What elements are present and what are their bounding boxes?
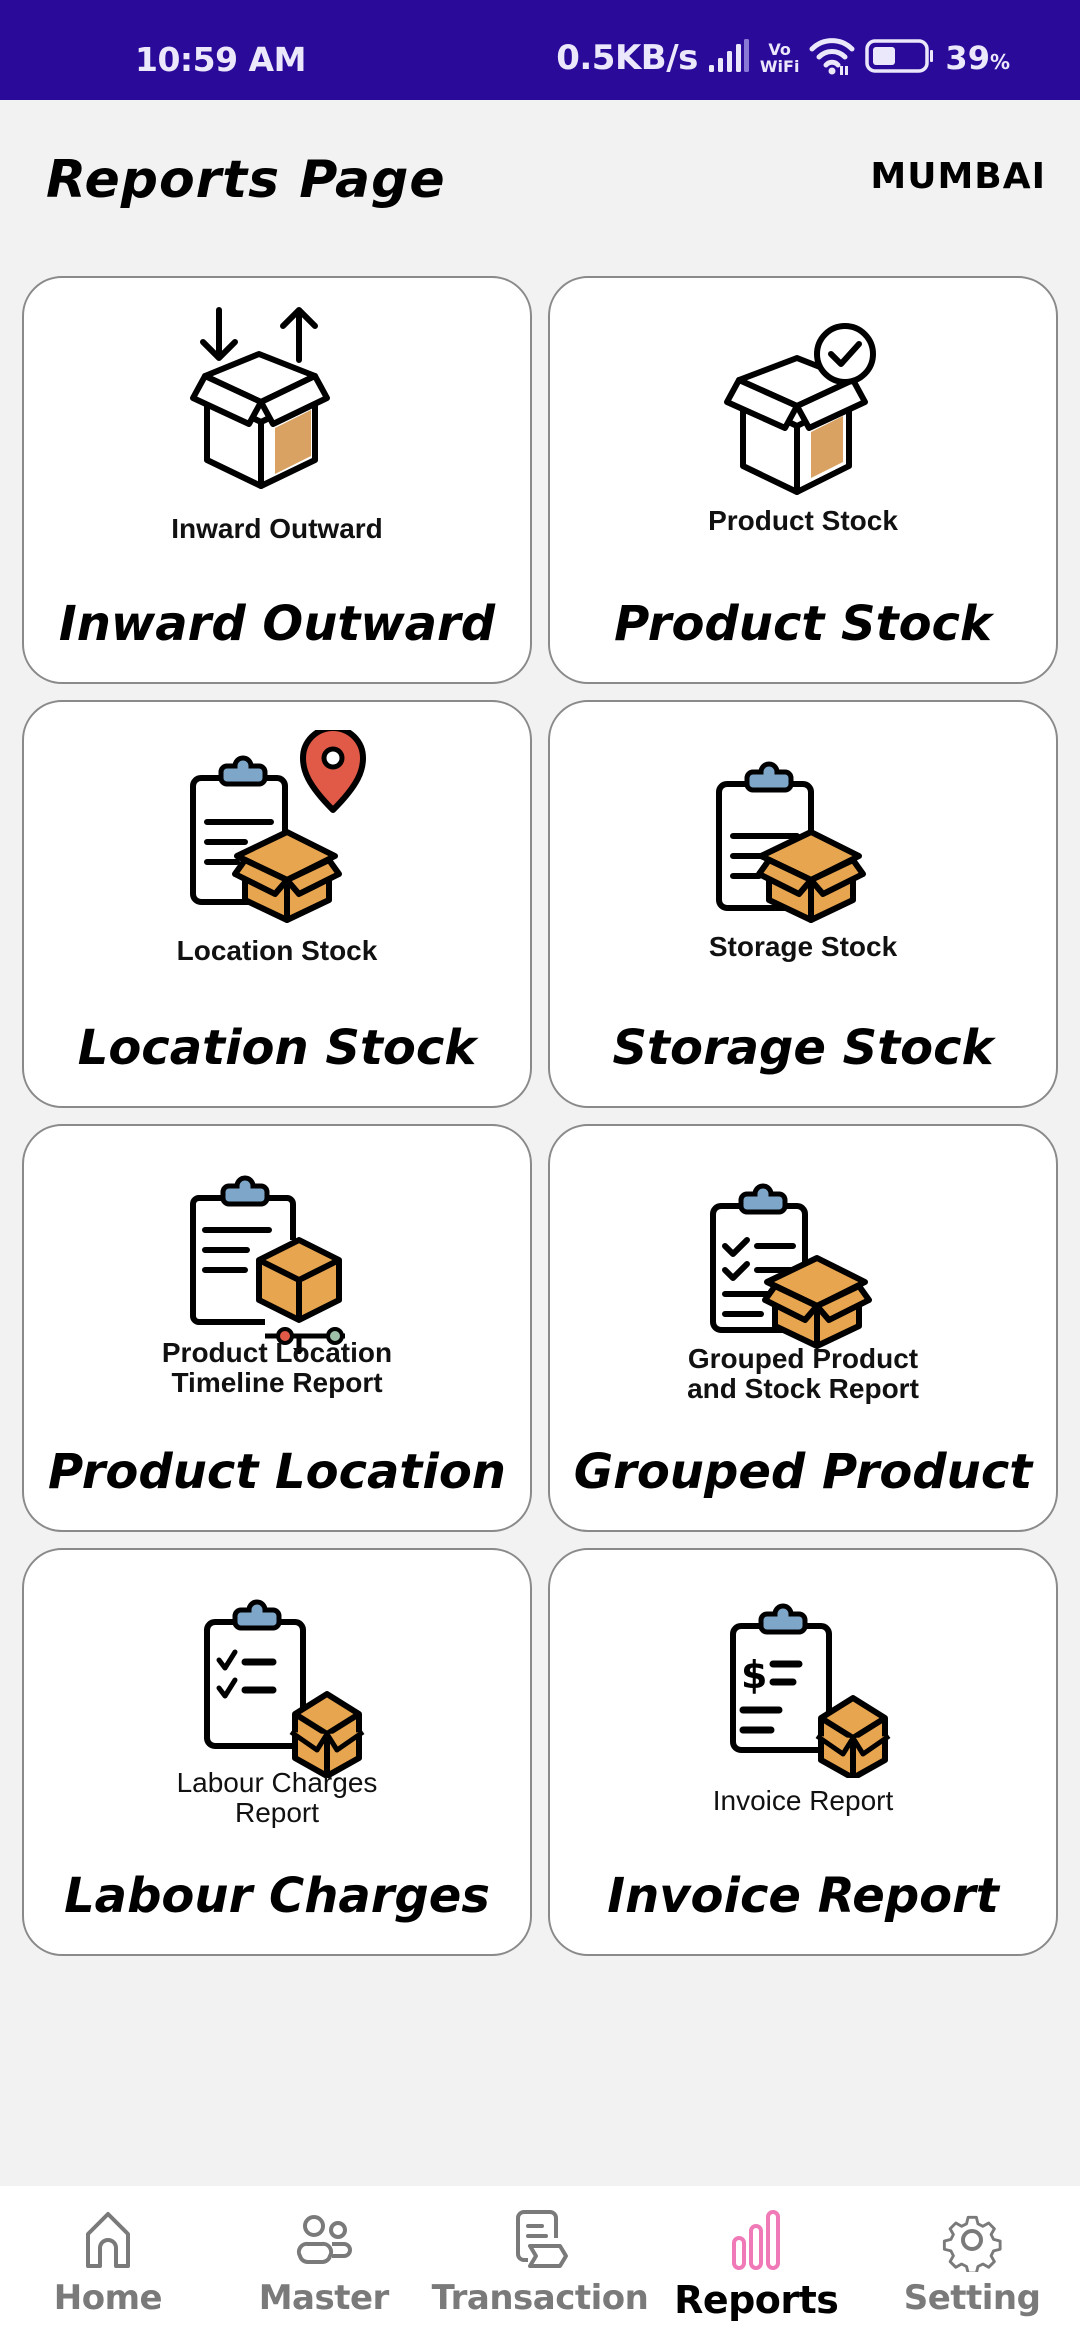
card-storage-stock[interactable]: Storage Stock Storage Stock — [548, 700, 1058, 1108]
card-caption: Grouped Product and Stock Report — [550, 1344, 1056, 1404]
nav-transaction[interactable]: Transaction — [432, 2186, 649, 2340]
nav-label: Reports — [674, 2278, 839, 2322]
transaction-icon — [516, 2210, 568, 2268]
clipboard-box-location-icon — [177, 730, 377, 930]
battery-icon — [865, 38, 935, 79]
nav-label: Transaction — [431, 2278, 649, 2318]
nav-reports[interactable]: Reports — [648, 2186, 864, 2340]
card-title: Invoice Report — [607, 1868, 999, 1924]
nav-master[interactable]: Master — [216, 2186, 432, 2340]
nav-home[interactable]: Home — [0, 2186, 216, 2340]
card-product-stock[interactable]: Product Stock Product Stock — [548, 276, 1058, 684]
wifi-icon — [809, 36, 855, 81]
card-labour-charges[interactable]: Labour Charges Report Labour Charges — [22, 1548, 532, 1956]
signal-icon — [708, 38, 750, 78]
card-title: Storage Stock — [612, 1020, 994, 1076]
clipboard-checklist-box-icon — [703, 1154, 903, 1354]
card-location-stock[interactable]: Location Stock Location Stock — [22, 700, 532, 1108]
nav-setting[interactable]: Setting — [864, 2186, 1080, 2340]
card-title: Location Stock — [77, 1020, 477, 1076]
nav-label: Home — [53, 2278, 163, 2318]
battery-percent: 39% — [945, 39, 1010, 77]
bar-chart-icon — [732, 2210, 781, 2270]
battery-value: 39 — [945, 39, 990, 77]
vowifi-top: Vo — [768, 40, 791, 59]
card-caption: Product Stock — [708, 505, 898, 536]
box-check-icon — [703, 306, 903, 506]
card-title: Product Stock — [614, 596, 992, 652]
home-icon — [85, 2212, 130, 2268]
clipboard-invoice-box-icon: $ — [703, 1578, 903, 1778]
battery-unit: % — [989, 50, 1010, 74]
card-caption: Invoice Report — [712, 1785, 894, 1816]
gear-icon — [943, 2215, 1002, 2272]
caption-line-2: Timeline Report — [171, 1367, 383, 1398]
card-title: Labour Charges — [64, 1868, 490, 1924]
card-product-location[interactable]: Product Location Timeline Report Product… — [22, 1124, 532, 1532]
page-title: Reports Page — [46, 150, 446, 210]
nav-label: Master — [258, 2278, 390, 2318]
card-title: Product Location — [48, 1444, 506, 1500]
page-header: Reports Page MUMBAI — [0, 100, 1080, 270]
vowifi-bottom: WiFi — [759, 57, 800, 76]
card-caption: Product Location Timeline Report — [24, 1338, 530, 1398]
caption-line-2: and Stock Report — [687, 1373, 919, 1404]
bottom-navigation: Home Master Transaction Reports Setting — [0, 2186, 1080, 2340]
clipboard-box-icon — [703, 730, 903, 930]
location-label[interactable]: MUMBAI — [870, 156, 1046, 197]
card-caption: Labour Charges Report — [24, 1768, 530, 1828]
nav-label: Setting — [903, 2278, 1041, 2318]
clipboard-checklist-box-icon — [177, 1578, 377, 1778]
caption-line-1: Grouped Product — [687, 1343, 919, 1374]
users-icon — [296, 2215, 352, 2264]
caption-line-2: Report — [234, 1797, 320, 1828]
box-inward-outward-icon — [177, 306, 377, 506]
card-grouped-product[interactable]: Grouped Product and Stock Report Grouped… — [548, 1124, 1058, 1532]
status-time: 10:59 AM — [135, 40, 306, 79]
card-title: Inward Outward — [58, 596, 496, 652]
card-caption: Inward Outward — [171, 513, 383, 544]
clipboard-cube-timeline-icon — [177, 1154, 377, 1354]
svg-text:$: $ — [741, 1653, 767, 1697]
card-title: Grouped Product — [573, 1444, 1033, 1500]
caption-line-1: Labour Charges — [176, 1767, 378, 1798]
caption-line-1: Product Location — [161, 1337, 393, 1368]
network-speed: 0.5KB/s — [556, 38, 698, 78]
card-inward-outward[interactable]: Inward Outward Inward Outward — [22, 276, 532, 684]
card-invoice-report[interactable]: $ Invoice Report Invoice Report — [548, 1548, 1058, 1956]
card-caption: Location Stock — [176, 935, 378, 966]
card-caption: Storage Stock — [708, 931, 898, 962]
